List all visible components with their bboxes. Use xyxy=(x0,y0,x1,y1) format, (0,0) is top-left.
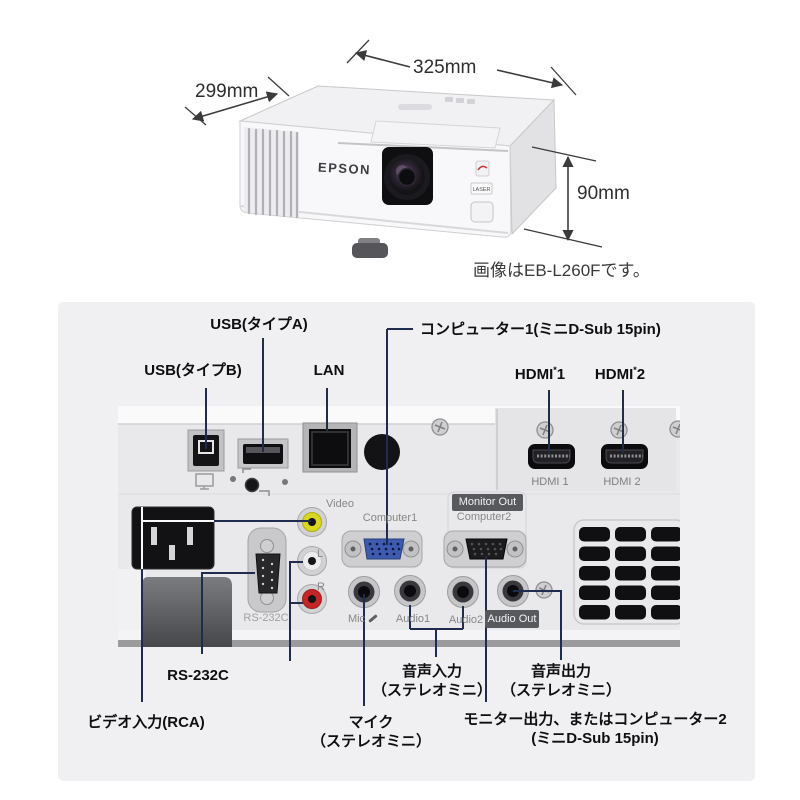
panel-label-hdmi1: HDMI 1 xyxy=(531,476,569,488)
front-button xyxy=(470,201,494,223)
lens-shift-cover xyxy=(370,120,501,149)
panel-label-computer1: Computer1 xyxy=(362,512,418,524)
panel-label-audio1: Audio1 xyxy=(395,613,431,625)
panel-label-mic: Mic xyxy=(348,613,378,625)
projector-lens xyxy=(382,147,433,205)
depth-dimension-label: 299mm xyxy=(195,81,259,102)
callout-hdmi2: HDMI*2 xyxy=(594,365,646,383)
front-foot xyxy=(358,238,380,246)
callout-audio-output: 音声出力 （ステレオミニ） xyxy=(500,663,622,699)
panel-label-computer2: Computer2 xyxy=(456,511,512,523)
svg-text:LASER: LASER xyxy=(472,187,490,193)
callout-audio-input: 音声入力 （ステレオミニ） xyxy=(371,663,493,699)
width-dimension-label: 325mm xyxy=(413,57,477,78)
panel-label-l: L xyxy=(316,548,324,560)
callout-rs232c: RS-232C xyxy=(167,667,229,684)
panel-label-rs232c: RS-232C xyxy=(243,612,289,624)
callout-lan: LAN xyxy=(313,362,345,379)
callout-monitor-output: モニター出力、またはコンピューター2 (ミニD-Sub 15pin) xyxy=(463,711,727,747)
mic-wand-icon xyxy=(368,614,378,623)
panel-label-audio2: Audio2 xyxy=(448,614,484,626)
panel-label-video: Video xyxy=(326,498,354,510)
callout-usb-type-b: USB(タイプB) xyxy=(144,362,242,379)
callout-mic: マイク （ステレオミニ） xyxy=(310,714,432,750)
eco-badge-icon xyxy=(475,160,490,177)
panel-badge-monitor-out: Monitor Out xyxy=(452,494,523,511)
callout-video-input: ビデオ入力(RCA) xyxy=(87,714,205,731)
front-vent-slats xyxy=(244,127,299,219)
callout-usb-type-a: USB(タイプA) xyxy=(210,316,308,333)
panel-label-r: R xyxy=(317,581,325,593)
callout-hdmi1: HDMI*1 xyxy=(514,365,566,383)
projector-illustration: LASER xyxy=(238,85,557,258)
dimension-lines xyxy=(184,39,603,248)
panel-badge-audio-out: Audio Out xyxy=(485,610,539,628)
epson-logo: EPSON xyxy=(317,159,372,178)
laser-badge: LASER xyxy=(470,182,493,195)
height-dimension-label: 90mm xyxy=(577,183,630,204)
callout-computer1: コンピューター1(ミニD-Sub 15pin) xyxy=(420,321,661,338)
model-caption: 画像はEB-L260Fです。 xyxy=(473,261,650,280)
panel-label-hdmi2: HDMI 2 xyxy=(603,476,641,488)
